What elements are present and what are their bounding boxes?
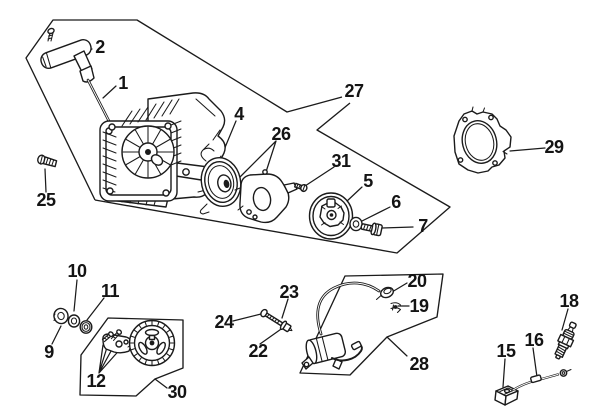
part-washer-11 xyxy=(79,320,93,334)
callout-6: 6 xyxy=(391,192,401,212)
part-starter-grip xyxy=(40,39,95,83)
callout-15: 15 xyxy=(496,341,516,361)
group-boundary-27 xyxy=(25,19,451,254)
part-washer-10 xyxy=(67,314,81,328)
callout-25: 25 xyxy=(36,190,56,210)
part-switch-wire xyxy=(511,368,572,392)
part-low-tension-wire xyxy=(331,340,363,362)
callout-30: 30 xyxy=(167,382,187,402)
part-fan xyxy=(121,125,175,179)
callout-12: 12 xyxy=(86,371,106,391)
part-ignition-coil xyxy=(301,332,347,370)
callout-2: 2 xyxy=(95,37,105,57)
part-screw-25 xyxy=(37,154,58,168)
callout-16: 16 xyxy=(524,330,544,350)
callout-5: 5 xyxy=(363,171,373,191)
callout-7: 7 xyxy=(418,216,428,236)
part-spark-plug xyxy=(554,321,577,360)
callout-9: 9 xyxy=(44,342,54,362)
callout-1: 1 xyxy=(118,73,128,93)
callout-18: 18 xyxy=(559,291,579,311)
part-bolt-7 xyxy=(360,222,383,237)
part-ignition-module xyxy=(101,329,136,354)
callout-31: 31 xyxy=(331,151,351,171)
callout-11: 11 xyxy=(100,281,120,301)
callout-26: 26 xyxy=(271,124,291,144)
callout-10: 10 xyxy=(67,261,87,281)
part-washer-6 xyxy=(349,216,363,232)
part-clutch-drum xyxy=(308,192,354,240)
part-ht-wire xyxy=(316,281,381,336)
part-spacer-9 xyxy=(53,307,69,325)
callout-22: 22 xyxy=(248,341,268,361)
part-cap-20 xyxy=(375,286,394,301)
leader-lines xyxy=(44,48,569,388)
part-stop-switch xyxy=(494,385,519,406)
part-pawl-plate xyxy=(234,169,298,224)
group-box-30 xyxy=(79,317,184,397)
part-clip-19 xyxy=(390,302,402,314)
callout-24: 24 xyxy=(214,312,234,332)
part-rope-pulley xyxy=(199,143,242,215)
part-flywheel xyxy=(128,319,176,367)
part-grip-screw xyxy=(47,27,55,42)
callout-29: 29 xyxy=(544,137,564,157)
callout-27: 27 xyxy=(344,81,364,101)
part-gasket-29 xyxy=(453,106,512,174)
callout-20: 20 xyxy=(407,271,427,291)
callout-28: 28 xyxy=(409,354,429,374)
callout-4: 4 xyxy=(234,104,244,124)
callout-19: 19 xyxy=(409,296,429,316)
part-screw-31 xyxy=(293,182,308,193)
callout-23: 23 xyxy=(279,282,299,302)
group-box-28 xyxy=(299,273,444,376)
part-screw-22-23-24 xyxy=(260,308,293,333)
